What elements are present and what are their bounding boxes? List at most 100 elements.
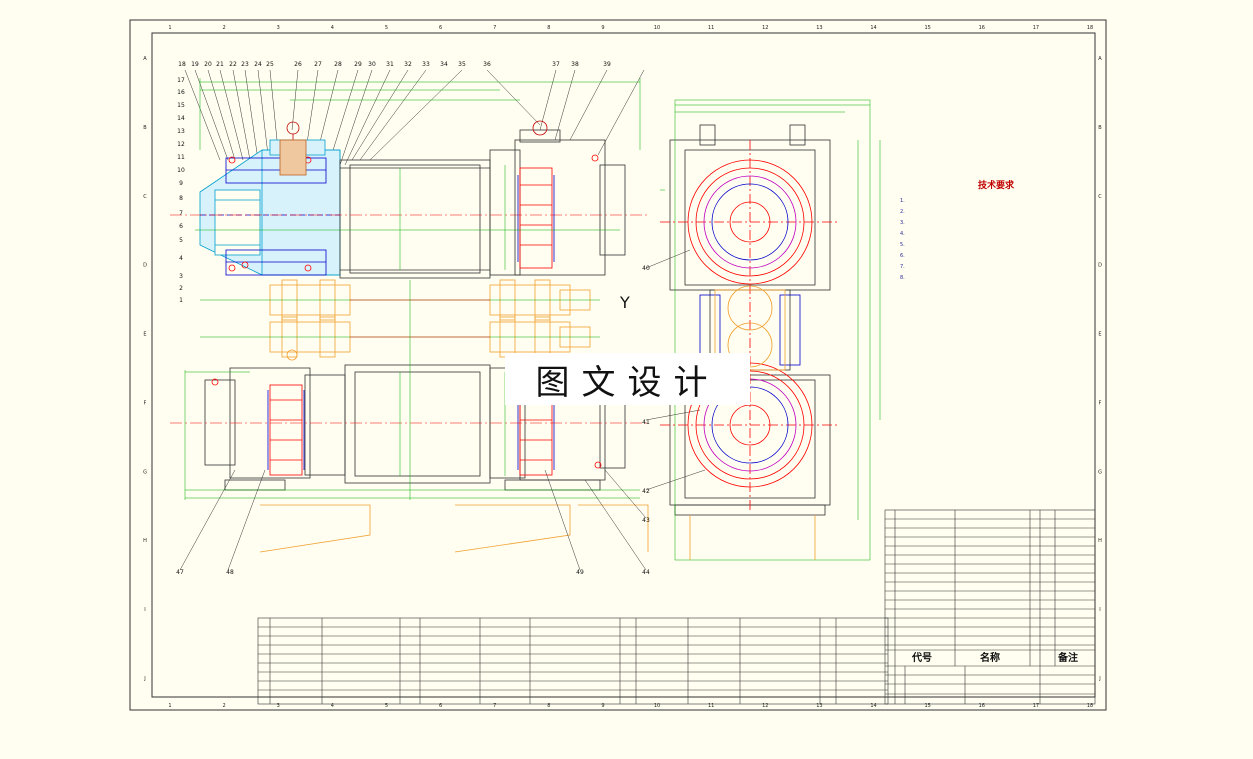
title-block xyxy=(884,509,1096,705)
zone-number: 3 xyxy=(277,25,280,31)
callout-number: 18 xyxy=(178,61,186,68)
zone-letter: J xyxy=(143,676,145,682)
zone-number: 1 xyxy=(168,703,171,709)
callout-number: 27 xyxy=(314,61,322,68)
callout-number: 22 xyxy=(229,61,237,68)
zone-number: 12 xyxy=(762,703,768,709)
zone-letter: G xyxy=(143,469,147,475)
zone-number: 8 xyxy=(547,703,550,709)
zone-number: 6 xyxy=(439,25,442,31)
zone-letter: G xyxy=(1098,469,1102,475)
callout-number: 37 xyxy=(552,61,560,68)
zone-number: 13 xyxy=(816,703,822,709)
zone-letter: B xyxy=(143,125,147,131)
zone-letter: I xyxy=(1099,607,1100,613)
callout-number: 12 xyxy=(177,141,185,148)
callout-number: 28 xyxy=(334,61,342,68)
callout-number: 1 xyxy=(179,297,183,304)
technical-requirement-item: 6. xyxy=(900,253,905,259)
callout-number: 11 xyxy=(177,154,185,161)
callout-number: 33 xyxy=(422,61,430,68)
callout-number: 47 xyxy=(176,569,184,576)
zone-letter: J xyxy=(1098,676,1100,682)
zone-number: 9 xyxy=(601,25,604,31)
zone-number: 5 xyxy=(385,25,388,31)
callout-number: 34 xyxy=(440,61,448,68)
parts-list-table xyxy=(257,617,889,705)
zone-letter: F xyxy=(144,400,147,406)
zone-number: 15 xyxy=(924,25,930,31)
technical-requirement-item: 2. xyxy=(900,209,905,215)
callout-number: 21 xyxy=(216,61,224,68)
title-block-col-name: 名称 xyxy=(980,651,1000,664)
zone-number: 6 xyxy=(439,703,442,709)
zone-number: 12 xyxy=(762,25,768,31)
zone-number: 9 xyxy=(601,703,604,709)
zone-number: 4 xyxy=(331,703,334,709)
callout-number: 16 xyxy=(177,89,185,96)
callout-number: 38 xyxy=(571,61,579,68)
callout-number: 23 xyxy=(241,61,249,68)
callout-number: 4 xyxy=(179,255,183,262)
technical-requirements: 技术要求 1.2.3.4.5.6.7.8. xyxy=(900,178,1092,285)
zone-letter: A xyxy=(1098,56,1102,62)
watermark-banner: 图文设计 xyxy=(505,353,750,405)
callout-number: 31 xyxy=(386,61,394,68)
callout-number: 44 xyxy=(642,569,650,576)
callout-number: 10 xyxy=(177,167,185,174)
callout-number: 26 xyxy=(294,61,302,68)
upper-roll-assembly xyxy=(170,69,650,279)
zone-letter: B xyxy=(1098,125,1102,131)
callout-number: 48 xyxy=(226,569,234,576)
zone-letter: E xyxy=(1098,332,1101,338)
callout-number: 36 xyxy=(483,61,491,68)
zone-number: 2 xyxy=(223,25,226,31)
callout-number: 40 xyxy=(642,265,650,272)
callout-number: 29 xyxy=(354,61,362,68)
zone-letter: H xyxy=(1098,538,1102,544)
zone-numbers-top: 1122334455667788991010111112121313141415… xyxy=(168,25,1093,709)
zone-number: 14 xyxy=(870,25,876,31)
zone-letter: E xyxy=(143,332,146,338)
zone-number: 14 xyxy=(870,703,876,709)
technical-requirement-item: 5. xyxy=(900,242,905,248)
callout-number: 19 xyxy=(191,61,199,68)
zone-number: 13 xyxy=(816,25,822,31)
callout-number: 35 xyxy=(458,61,466,68)
zone-number: 17 xyxy=(1033,25,1039,31)
zone-number: 5 xyxy=(385,703,388,709)
zone-number: 16 xyxy=(979,25,985,31)
title-block-col-code: 代号 xyxy=(911,651,932,664)
zone-number: 18 xyxy=(1087,25,1093,31)
callout-number: 3 xyxy=(179,273,183,280)
zone-number: 16 xyxy=(979,703,985,709)
zone-number: 3 xyxy=(277,703,280,709)
callout-number: 5 xyxy=(179,237,183,244)
callout-number: 14 xyxy=(177,115,185,122)
callout-number: 42 xyxy=(642,488,650,495)
technical-requirement-item: 3. xyxy=(900,220,905,226)
technical-requirements-title: 技术要求 xyxy=(977,181,1014,191)
callout-number: 9 xyxy=(179,180,183,187)
zone-number: 11 xyxy=(708,25,714,31)
zone-number: 1 xyxy=(168,25,171,31)
zone-number: 18 xyxy=(1087,703,1093,709)
callout-number: 17 xyxy=(177,77,185,84)
callout-number: 2 xyxy=(179,285,183,292)
zone-letter: D xyxy=(143,263,147,269)
zone-letter: C xyxy=(143,194,147,200)
callout-number: 39 xyxy=(603,61,611,68)
side-view xyxy=(660,99,881,561)
zone-letter: H xyxy=(143,538,147,544)
zone-number: 10 xyxy=(654,703,660,709)
zone-number: 10 xyxy=(654,25,660,31)
axis-y-marker: Y xyxy=(619,293,630,312)
callout-number: 13 xyxy=(177,128,185,135)
zone-number: 7 xyxy=(493,703,496,709)
callout-number: 49 xyxy=(576,569,584,576)
zone-number: 8 xyxy=(547,25,550,31)
